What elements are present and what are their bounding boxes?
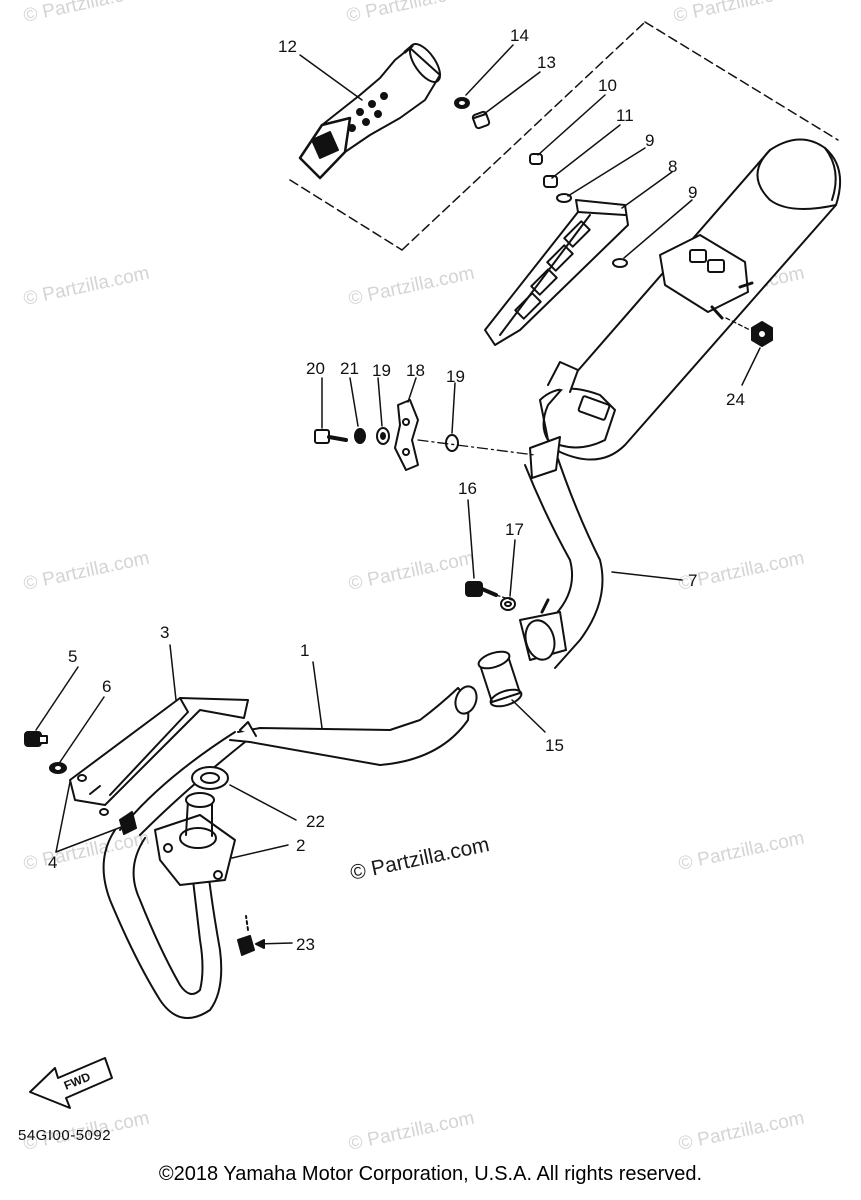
spark-arrester-part-12 [298, 43, 442, 180]
watermark: © Partzilla.com [22, 828, 152, 875]
collar-part-10 [529, 153, 543, 165]
center-watermark: © Partzilla.com [348, 833, 491, 885]
damper-part-19-left [376, 427, 390, 445]
part-label: 8 [668, 157, 677, 176]
part-label: 10 [598, 76, 617, 95]
part-label: 18 [406, 361, 425, 380]
part-label: 5 [68, 647, 77, 666]
part-label: 9 [645, 131, 654, 150]
part-label: 7 [688, 571, 697, 590]
watermark: © Partzilla.com [22, 263, 152, 310]
fwd-arrow-icon: FWD [29, 1057, 113, 1109]
watermark: © Partzilla.com [347, 1108, 477, 1155]
watermark: © Partzilla.com [22, 548, 152, 595]
watermark: © Partzilla.com [677, 828, 807, 875]
exhaust-parts-diagram: © Partzilla.com © Partzilla.com © Partzi… [18, 0, 842, 1155]
exhaust-pipe-part-2 [102, 792, 236, 1019]
washer-part-21 [354, 428, 366, 444]
part-label: 24 [726, 390, 745, 409]
exhaust-pipe-part-1 [119, 685, 478, 836]
part-label: 4 [48, 853, 57, 872]
damper-part-11 [543, 175, 558, 188]
washer-part-17 [500, 597, 516, 611]
part-label: 16 [458, 479, 477, 498]
part-label: 15 [545, 736, 564, 755]
part-label: 9 [688, 183, 697, 202]
part-label: 1 [300, 641, 309, 660]
part-label: 23 [296, 935, 315, 954]
nut-part-24 [725, 317, 773, 347]
arrowhead [255, 939, 265, 949]
copyright-notice: ©2018 Yamaha Motor Corporation, U.S.A. A… [158, 1163, 703, 1185]
part-label: 17 [505, 520, 524, 539]
watermark: © Partzilla.com [347, 263, 477, 310]
part-label: 20 [306, 359, 325, 378]
watermark: © Partzilla.com [22, 0, 152, 27]
assembly-line [417, 439, 536, 456]
part-label: 6 [102, 677, 111, 696]
damper-part-19-right [445, 434, 459, 452]
part-labels: 1 2 3 4 5 6 7 8 9 9 10 11 12 13 14 15 16… [48, 26, 745, 954]
washer-part-6 [49, 762, 67, 774]
part-label: 12 [278, 37, 297, 56]
protector-part-3 [69, 697, 249, 835]
leader-lines [35, 44, 761, 945]
gasket-part-22 [191, 766, 229, 790]
part-label: 19 [446, 367, 465, 386]
washer-part-14 [454, 97, 470, 109]
bracket-part-18 [394, 399, 419, 471]
part-label: 21 [340, 359, 359, 378]
part-label: 19 [372, 361, 391, 380]
bolt-part-16 [465, 581, 498, 597]
part-label: 3 [160, 623, 169, 642]
gasket-part-15 [477, 650, 523, 708]
part-label: 14 [510, 26, 529, 45]
watermark: © Partzilla.com [677, 1108, 807, 1155]
muffler-part-7 [519, 138, 842, 669]
watermark: © Partzilla.com [345, 0, 475, 27]
bolt-part-5 [24, 731, 48, 747]
part-label: 13 [537, 53, 556, 72]
part-label: 22 [306, 812, 325, 831]
watermark: © Partzilla.com [672, 0, 802, 27]
muffler-protector-part-8 [484, 199, 629, 346]
diagram-code: 54GI00-5092 [18, 1127, 111, 1144]
part-label: 11 [616, 106, 634, 125]
bolt-part-23 [237, 915, 255, 956]
detail-bracket [289, 21, 839, 251]
bolt-part-20 [314, 429, 348, 444]
bolt-part-13 [471, 110, 491, 130]
washer-part-9-lower [612, 258, 628, 268]
watermark: © Partzilla.com [347, 548, 477, 595]
part-label: 2 [296, 836, 305, 855]
